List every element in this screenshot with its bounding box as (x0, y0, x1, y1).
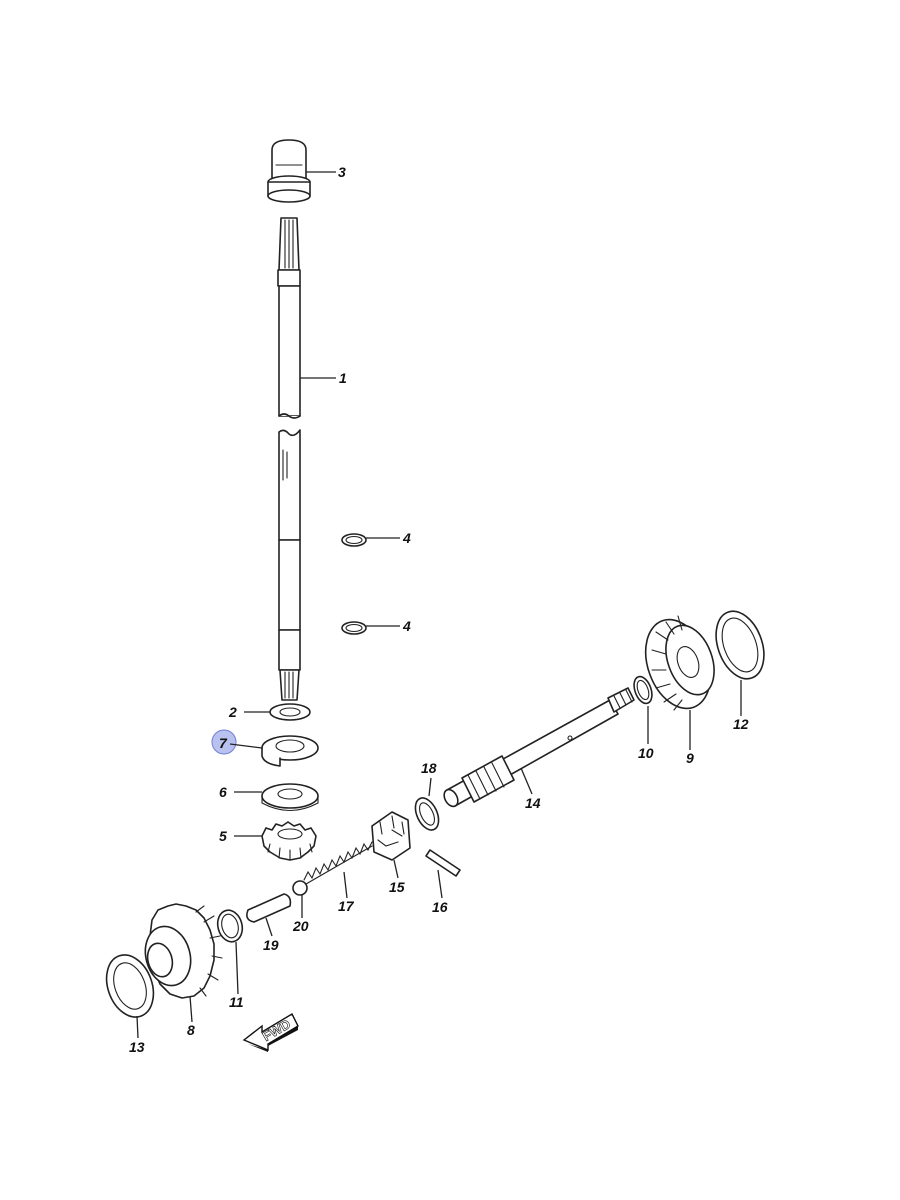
part-10-ring[interactable] (631, 674, 656, 706)
highlight-marker-part-7 (211, 729, 237, 755)
part-2-washer[interactable] (269, 703, 311, 721)
part-17-spring[interactable] (303, 841, 373, 885)
label-part-5: 5 (219, 828, 227, 844)
label-part-9: 9 (686, 750, 694, 766)
label-part-8: 8 (187, 1022, 195, 1038)
label-part-14: 14 (525, 795, 541, 811)
part-13-shim-washer[interactable] (98, 948, 161, 1023)
label-part-18: 18 (421, 760, 437, 776)
label-part-7: 7 (219, 735, 228, 751)
label-part-16: 16 (432, 899, 448, 915)
part-8-forward-gear[interactable] (139, 903, 223, 999)
part-4-clip-ring-upper[interactable] (341, 533, 367, 547)
fwd-arrow: FWD (242, 1013, 299, 1052)
part-20-ball[interactable] (292, 880, 308, 896)
part-6-washer[interactable] (261, 783, 319, 812)
label-part-1: 1 (339, 370, 347, 386)
leader-lines (136, 171, 742, 1039)
part-7-shim[interactable] (261, 735, 319, 767)
label-part-2: 2 (228, 704, 237, 720)
part-14-propeller-shaft[interactable] (441, 687, 635, 809)
part-5-pinion-gear[interactable] (261, 821, 317, 861)
label-part-17: 17 (338, 898, 355, 914)
part-3-shaft-cap[interactable] (267, 139, 311, 203)
label-part-20: 20 (292, 918, 309, 934)
label-part-6: 6 (219, 784, 227, 800)
part-11-ring[interactable] (214, 907, 245, 944)
part-9-reverse-gear[interactable] (634, 611, 723, 718)
part-18-ring[interactable] (411, 794, 443, 833)
label-part-3: 3 (338, 164, 346, 180)
label-part-13: 13 (129, 1039, 145, 1055)
part-labels: 3 1 4 4 2 7 6 5 14 18 10 9 12 15 16 17 2… (129, 164, 749, 1055)
part-15-clutch-dog[interactable] (371, 811, 411, 861)
label-part-4-upper: 4 (402, 530, 411, 546)
label-part-19: 19 (263, 937, 279, 953)
label-part-15: 15 (389, 879, 405, 895)
label-part-12: 12 (733, 716, 749, 732)
part-19-pin[interactable] (246, 893, 292, 923)
part-1-drive-shaft[interactable] (277, 217, 301, 701)
part-16-pin[interactable] (425, 849, 461, 877)
label-part-4-lower: 4 (402, 618, 411, 634)
label-part-11: 11 (229, 994, 244, 1010)
part-12-shim-washer[interactable] (707, 605, 772, 686)
part-4-clip-ring-lower[interactable] (341, 621, 367, 635)
label-part-10: 10 (638, 745, 654, 761)
